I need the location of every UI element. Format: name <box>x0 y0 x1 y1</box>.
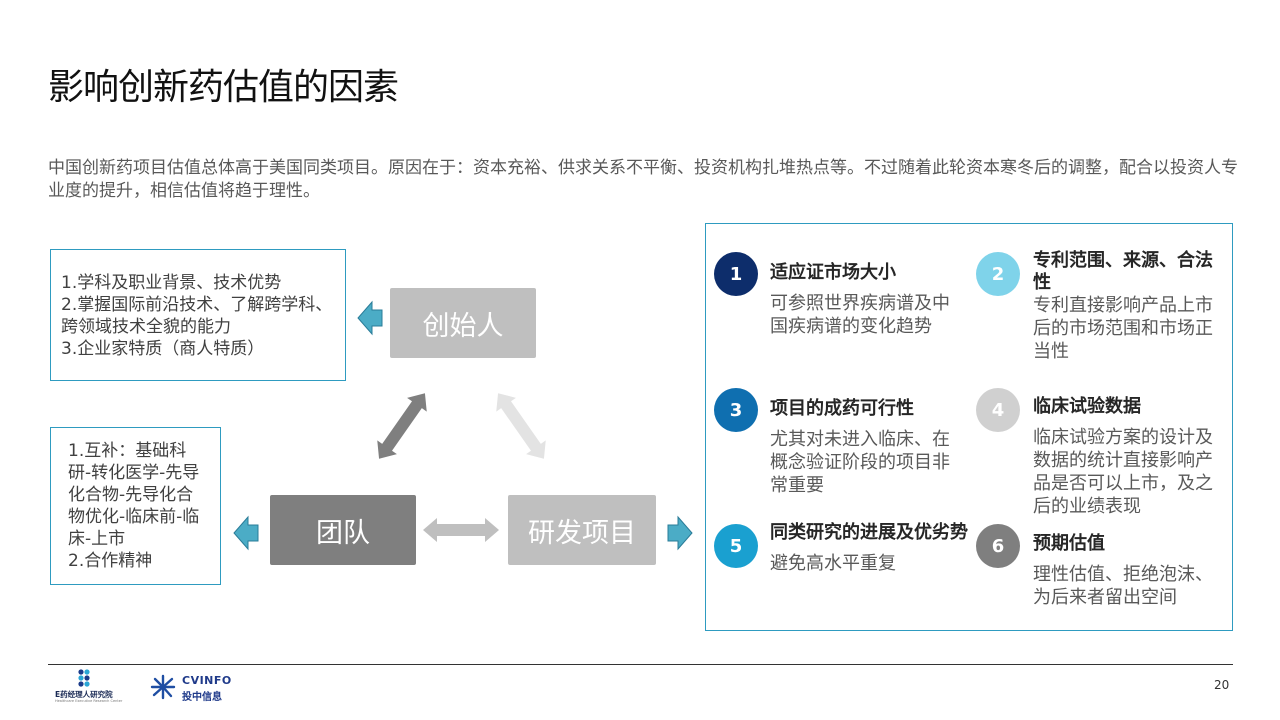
page-title: 影响创新药估值的因素 <box>48 67 399 108</box>
factor-5-title: 同类研究的进展及优劣势 <box>770 522 968 543</box>
factor-2-title: 专利范围、来源、合法性 <box>1033 250 1213 293</box>
project-node: 研发项目 <box>508 495 656 565</box>
founder-node: 创始人 <box>390 288 536 358</box>
factor-1-desc: 可参照世界疾病谱及中国疾病谱的变化趋势 <box>770 293 950 337</box>
factor-5: 同类研究的进展及优劣势 避免高水平重复 <box>770 522 970 575</box>
team-line-2: 研-转化医学-先导 <box>68 463 200 483</box>
page-number: 20 <box>1214 678 1230 692</box>
factor-1-title: 适应证市场大小 <box>770 262 896 283</box>
founder-node-label: 创始人 <box>422 310 504 342</box>
factor-5-badge: 5 <box>714 524 758 568</box>
factor-4-desc: 临床试验方案的设计及数据的统计直接影响产品是否可以上市，及之后的业绩表现 <box>1033 427 1213 517</box>
e-pharma-logo-text: E药经理人研究院 <box>55 690 113 699</box>
footer-divider <box>48 664 1233 665</box>
arrow-left-founder-icon <box>357 300 383 336</box>
factor-6-title: 预期估值 <box>1033 533 1105 554</box>
factor-6: 预期估值 理性估值、拒绝泡沫、为后来者留出空间 <box>1033 533 1228 609</box>
team-line-4: 物优化-临床前-临 <box>68 507 200 527</box>
intro-paragraph: 中国创新药项目估值总体高于美国同类项目。原因在于：资本充裕、供求关系不平衡、投资… <box>48 158 1238 201</box>
factor-6-badge: 6 <box>976 524 1020 568</box>
factor-1-badge: 1 <box>714 252 758 296</box>
factor-3-badge: 3 <box>714 388 758 432</box>
factor-2: 专利范围、来源、合法性 专利直接影响产品上市后的市场范围和市场正当性 <box>1033 250 1228 363</box>
team-node: 团队 <box>270 495 416 565</box>
founder-line-1: 1.学科及职业背景、技术优势 <box>61 273 282 293</box>
cvinfo-starburst-icon <box>150 674 176 700</box>
factors-panel <box>705 223 1233 631</box>
factor-4-title: 临床试验数据 <box>1033 396 1141 417</box>
factor-2-desc: 专利直接影响产品上市后的市场范围和市场正当性 <box>1033 295 1213 362</box>
team-node-label: 团队 <box>316 517 370 549</box>
factor-1: 适应证市场大小 可参照世界疾病谱及中国疾病谱的变化趋势 <box>770 262 965 338</box>
founder-line-2: 2.掌握国际前沿技术、了解跨学科、 <box>61 295 333 315</box>
arrow-right-project-icon <box>667 515 693 551</box>
cvinfo-logo-cn: 投中信息 <box>182 692 222 703</box>
factor-6-desc: 理性估值、拒绝泡沫、为后来者留出空间 <box>1033 564 1213 608</box>
e-pharma-logo: E药经理人研究院 Healthcare Executive Research C… <box>55 668 123 704</box>
cvinfo-logo: CVINFO 投中信息 <box>150 672 240 703</box>
arrow-left-team-icon <box>233 515 259 551</box>
e-pharma-logo-icon <box>78 669 90 687</box>
bidirectional-arrow-founder-project-icon <box>496 393 546 459</box>
factor-4: 临床试验数据 临床试验方案的设计及数据的统计直接影响产品是否可以上市，及之后的业… <box>1033 396 1228 518</box>
cvinfo-logo-text: CVINFO <box>182 674 232 687</box>
team-line-1: 1.互补：基础科 <box>68 441 187 461</box>
factor-4-badge: 4 <box>976 388 1020 432</box>
e-pharma-logo-subtext: Healthcare Executive Research Center <box>55 699 123 703</box>
team-line-5: 床-上市 <box>68 529 126 549</box>
team-description-box: 1.互补：基础科 研-转化医学-先导 化合物-先导化合 物优化-临床前-临 床-… <box>50 427 221 585</box>
factor-5-desc: 避免高水平重复 <box>770 553 896 574</box>
factor-3-title: 项目的成药可行性 <box>770 398 914 419</box>
factor-2-badge: 2 <box>976 252 1020 296</box>
bidirectional-arrow-founder-team-icon <box>377 393 427 459</box>
team-line-3: 化合物-先导化合 <box>68 485 194 505</box>
project-node-label: 研发项目 <box>528 517 636 549</box>
team-line-6: 2.合作精神 <box>68 551 153 571</box>
founder-description-box: 1.学科及职业背景、技术优势 2.掌握国际前沿技术、了解跨学科、 跨领域技术全貌… <box>50 249 346 381</box>
factor-3: 项目的成药可行性 尤其对未进入临床、在概念验证阶段的项目非常重要 <box>770 398 965 497</box>
bidirectional-arrow-team-project-icon <box>423 518 499 542</box>
factor-3-desc: 尤其对未进入临床、在概念验证阶段的项目非常重要 <box>770 429 950 496</box>
founder-line-4: 3.企业家特质（商人特质） <box>61 339 265 359</box>
founder-line-3: 跨领域技术全貌的能力 <box>61 317 231 337</box>
